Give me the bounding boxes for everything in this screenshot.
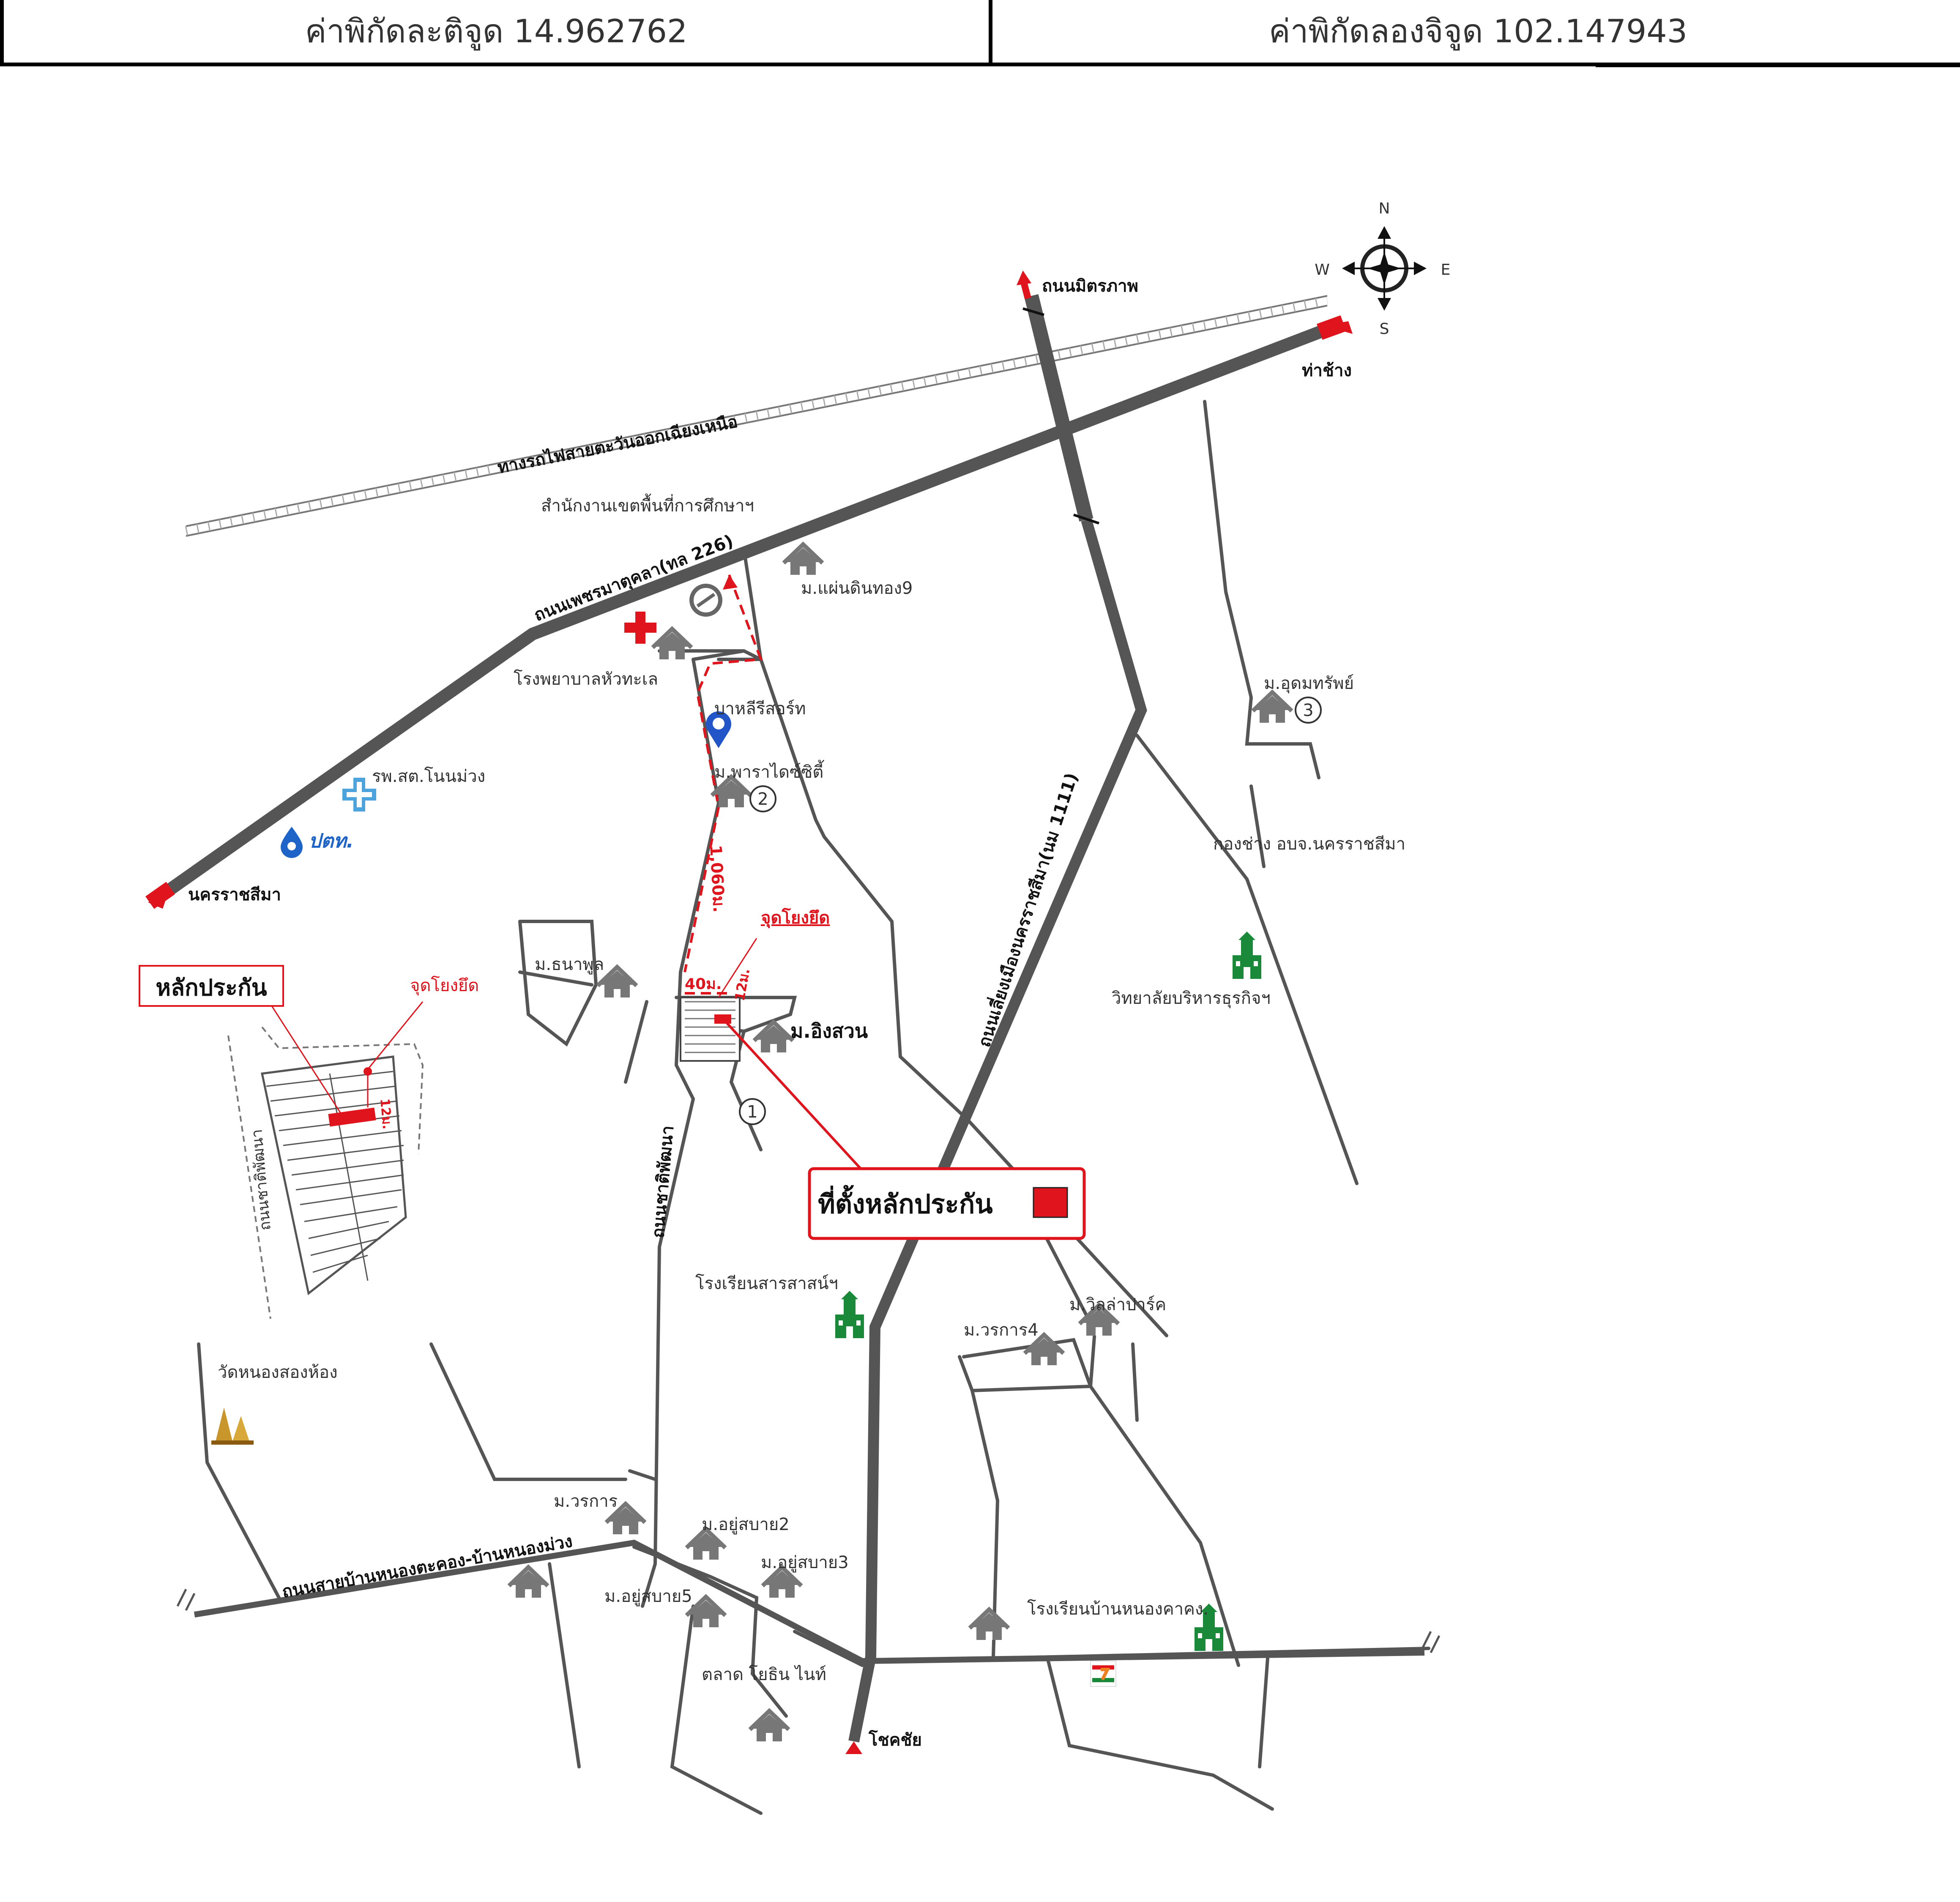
label-railway: ทางรถไฟสายตะวันออกเฉียงเหนือ (496, 411, 739, 477)
collateral-label: หลักประกัน (139, 965, 284, 1007)
marker-1: 1 (739, 1098, 766, 1125)
house-icon (509, 1567, 548, 1598)
label-mb-phaendin: ม.แผ่นดินทอง9 (801, 579, 913, 598)
label-mb-yusabai3: ม.อยู่สบาย3 (761, 1553, 849, 1572)
label-dist-1060: 1,060ม. (706, 844, 728, 913)
house-icon (970, 1610, 1009, 1640)
label-bypass: ถนนเลี่ยงเมืองนครราชสีมา(นม 1111) (972, 770, 1082, 1049)
road-break-marks (176, 1588, 1441, 1653)
label-mb-paradise: ม.พาราไดซ์ซิตี้ (714, 760, 825, 782)
anchor-leader (718, 938, 757, 998)
inset-map (227, 997, 424, 1319)
label-ptt: ปตท. (309, 829, 354, 852)
school-icon (835, 1291, 864, 1338)
marker-2: 2 (749, 785, 776, 812)
label-mb-udom: ม.อุดมทรัพย์ (1264, 674, 1354, 694)
compass-n: N (1379, 200, 1390, 217)
label-school-nongkhon: โรงเรียนบ้านหนองคาคง. (1027, 1599, 1208, 1619)
label-mb-villa: ม.วิลล่าปาร์ค (1069, 1295, 1166, 1314)
compass-rose-icon (1342, 226, 1427, 311)
stadium-icon (689, 584, 722, 617)
compass-w: W (1315, 261, 1330, 279)
label-nakhon-ratchasima: นครราชสีมา (188, 885, 281, 905)
label-school-sarasas: โรงเรียนสารสาสน์ฯ (695, 1274, 838, 1293)
label-chok-chai: โชคชัย (868, 1730, 922, 1750)
collateral-location-callout: ที่ตั้งหลักประกัน (808, 1167, 1086, 1240)
latitude-cell: ค่าพิกัดละติจูด 14.962762 (0, 0, 989, 66)
longitude-cell: ค่าพิกัดลองจิจูด 102.147943 (989, 0, 1960, 66)
ptt-station-icon (281, 827, 303, 858)
label-mb-thanaphon: ม.ธนาพูล (535, 955, 604, 974)
bus-stop-icon (706, 711, 731, 748)
label-tha-chang: ท่าช้าง (1302, 361, 1352, 380)
svg-text:หลักประกัน: หลักประกัน (156, 974, 267, 1001)
south-road (194, 1539, 1425, 1664)
house-icon (653, 629, 692, 659)
label-mb-worakan: ม.วรการ (554, 1492, 618, 1511)
svg-text:ที่ตั้งหลักประกัน: ที่ตั้งหลักประกัน (818, 1185, 993, 1219)
header-underline (1596, 63, 1960, 67)
connector-road (693, 649, 744, 661)
label-mb-yusabai2: ม.อยู่สบาย2 (702, 1515, 790, 1534)
hospital-cross-icon (624, 612, 656, 644)
coordinate-header: ค่าพิกัดละติจูด 14.962762 ค่าพิกัดลองจิจ… (0, 0, 1960, 68)
svg-text:3: 3 (1303, 701, 1313, 720)
label-hospital: โรงพยาบาลหัวทะเล (514, 670, 658, 689)
health-center-icon (342, 778, 376, 812)
collateral-plot (680, 997, 741, 1062)
main-road-226 (145, 315, 1353, 909)
label-kong-chang: กองช่าง อบจ.นครราชสีมา (1213, 834, 1405, 854)
house-icon (784, 544, 823, 575)
bypass-road (848, 518, 1147, 1743)
label-inset-12: 12ม. (377, 1098, 394, 1130)
label-rph: รพ.สต.โนนม่วง (372, 767, 485, 786)
railway-line (185, 295, 1329, 537)
label-edu-office: สำนักงานเขตพื้นที่การศึกษาฯ (541, 493, 754, 516)
label-mittraphap: ถนนมิตรภาพ (1042, 276, 1138, 296)
longitude-text: ค่าพิกัดลองจิจูด 102.147943 (1268, 12, 1688, 50)
temple-icon (211, 1407, 254, 1445)
label-mb-ingsuan: ม.อิงสวน (790, 1019, 868, 1042)
label-mb-worakan4: ม.วรการ4 (964, 1320, 1039, 1340)
label-phetmattakhun: ถนนเพชรมาตุคลา(ทล 226) (531, 531, 736, 626)
distance-route (683, 574, 763, 995)
label-market: ตลาด โยธิน ไนท์ (702, 1665, 826, 1684)
label-dist-40: 40ม. (685, 976, 722, 993)
label-mb-yusabai5: ม.อยู่สบาย5 (604, 1587, 692, 1606)
house-icon (1253, 692, 1292, 723)
label-inset-road: ถนนชาติพัฒนา (248, 1129, 274, 1231)
label-bahli: บาหลีรีสอร์ท (714, 699, 806, 719)
label-anchor-point-inset: จุดโยงยึด (410, 976, 479, 996)
latitude-text: ค่าพิกัดละติจูด 14.962762 (305, 12, 688, 50)
label-anchor-point: จุดโยงยึด (761, 908, 830, 929)
callout-line (722, 1017, 868, 1176)
mittraphap-road (1017, 271, 1099, 525)
label-wat-nongsong: วัดหนองสองห้อง (218, 1363, 338, 1382)
marker-3: 3 (1295, 697, 1322, 724)
school-icon (1233, 932, 1261, 979)
compass-s: S (1380, 320, 1389, 338)
house-icon (750, 1711, 789, 1741)
svg-text:1: 1 (747, 1102, 757, 1122)
arrow-head (723, 575, 738, 590)
label-business-college: วิทยาลัยบริหารธุรกิจฯ (1112, 989, 1271, 1008)
compass-e: E (1441, 261, 1451, 279)
seven-eleven-icon (1090, 1661, 1116, 1687)
svg-text:2: 2 (757, 790, 768, 809)
chok-chai-arrow (845, 1741, 862, 1754)
